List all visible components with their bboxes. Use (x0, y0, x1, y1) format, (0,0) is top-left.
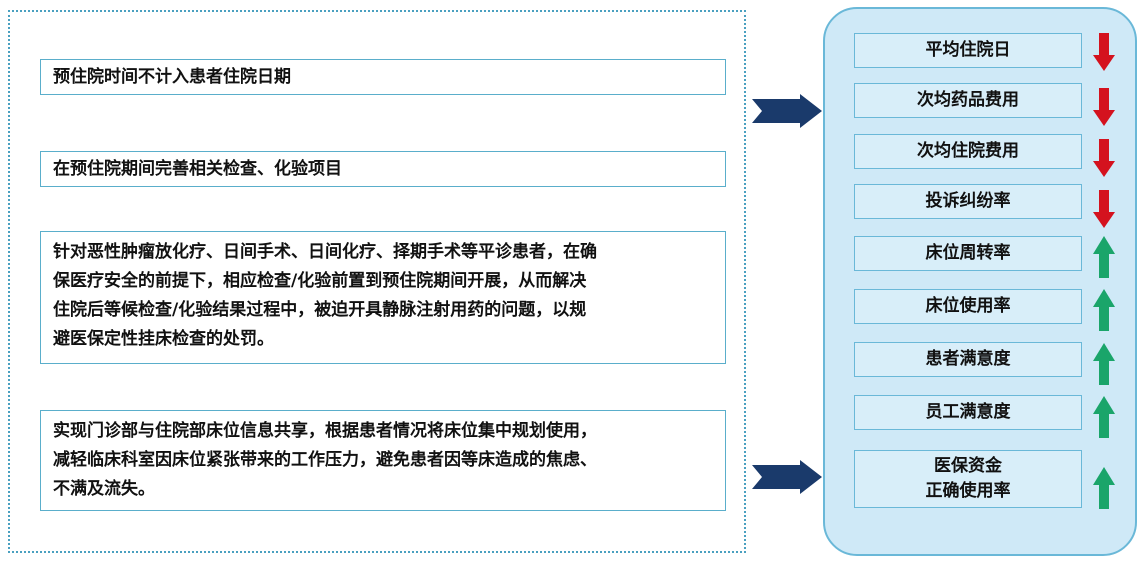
trend-down-icon (1093, 88, 1115, 126)
trend-up-icon (1093, 467, 1115, 509)
trend-down-shape (1093, 88, 1115, 126)
trend-down-icon (1093, 190, 1115, 228)
trend-up-shape (1093, 236, 1115, 278)
metric-label: 床位周转率 (925, 243, 1011, 263)
strategy-line: 住院后等候检查/化验结果过程中，被迫开具静脉注射用药的问题，以规 (53, 300, 587, 320)
metric-box: 员工满意度 (854, 395, 1082, 430)
strategy-box-3: 针对恶性肿瘤放化疗、日间手术、日间化疗、择期手术等平诊患者，在确 保医疗安全的前… (40, 231, 726, 364)
strategy-line: 针对恶性肿瘤放化疗、日间手术、日间化疗、择期手术等平诊患者，在确 (53, 242, 597, 262)
metric-label: 员工满意度 (925, 402, 1011, 422)
trend-up-shape (1093, 396, 1115, 438)
strategy-text: 预住院时间不计入患者住院日期 (53, 66, 291, 87)
trend-up-icon (1093, 343, 1115, 385)
connector-arrow-shape (752, 94, 822, 128)
trend-down-shape (1093, 139, 1115, 177)
trend-up-icon (1093, 396, 1115, 438)
strategy-box-4: 实现门诊部与住院部床位信息共享，根据患者情况将床位集中规划使用， 减轻临床科室因… (40, 410, 726, 511)
connector-arrow-icon (752, 460, 822, 494)
strategy-line: 保医疗安全的前提下，相应检查/化验前置到预住院期间开展，从而解决 (53, 271, 587, 291)
trend-down-icon (1093, 139, 1115, 177)
strategy-text: 在预住院期间完善相关检查、化验项目 (53, 158, 342, 179)
strategy-line: 实现门诊部与住院部床位信息共享，根据患者情况将床位集中规划使用， (53, 421, 597, 441)
connector-arrow-icon (752, 94, 822, 128)
trend-up-shape (1093, 289, 1115, 331)
metric-label: 次均药品费用 (917, 90, 1019, 110)
metric-box: 次均药品费用 (854, 83, 1082, 118)
trend-down-icon (1093, 33, 1115, 71)
metric-box: 床位周转率 (854, 236, 1082, 271)
trend-down-shape (1093, 190, 1115, 228)
trend-up-icon (1093, 289, 1115, 331)
metric-label-line: 正确使用率 (925, 481, 1011, 501)
strategy-box-1: 预住院时间不计入患者住院日期 (40, 59, 726, 95)
metric-box: 床位使用率 (854, 289, 1082, 324)
metric-box: 次均住院费用 (854, 134, 1082, 169)
strategy-line: 减轻临床科室因床位紧张带来的工作压力，避免患者因等床造成的焦虑、 (53, 450, 597, 470)
trend-down-shape (1093, 33, 1115, 71)
metric-label-line: 医保资金 (934, 456, 1002, 476)
metric-box: 投诉纠纷率 (854, 184, 1082, 219)
metric-label: 投诉纠纷率 (925, 191, 1011, 211)
metric-label: 床位使用率 (925, 296, 1011, 316)
trend-up-shape (1093, 467, 1115, 509)
metric-label: 次均住院费用 (917, 141, 1019, 161)
connector-arrow-shape (752, 460, 822, 494)
strategy-line: 不满及流失。 (53, 479, 155, 499)
metric-label: 平均住院日 (925, 40, 1011, 60)
strategy-line: 避医保定性挂床检查的处罚。 (53, 329, 274, 349)
strategy-frame (8, 10, 746, 553)
trend-up-shape (1093, 343, 1115, 385)
metric-label: 患者满意度 (925, 349, 1011, 369)
strategy-box-2: 在预住院期间完善相关检查、化验项目 (40, 151, 726, 187)
metric-box: 患者满意度 (854, 342, 1082, 377)
trend-up-icon (1093, 236, 1115, 278)
metric-box: 平均住院日 (854, 33, 1082, 68)
metric-box: 医保资金 正确使用率 (854, 450, 1082, 508)
